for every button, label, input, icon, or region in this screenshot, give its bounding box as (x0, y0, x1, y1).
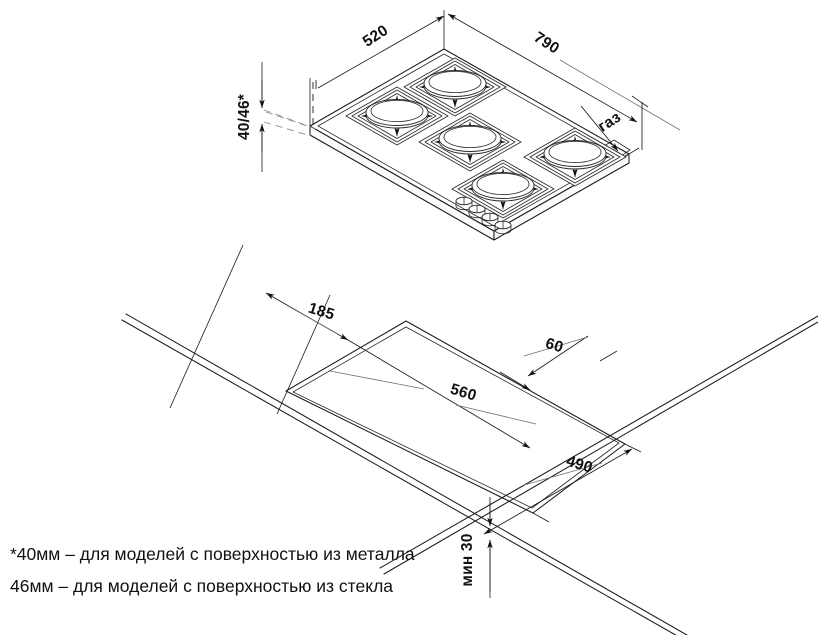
dimension-label-790: 790 (531, 29, 562, 58)
footnotes: *40мм – для моделей с поверхностью из ме… (10, 544, 415, 596)
countertop-cutout (285, 320, 626, 514)
dimension-label-min-30: мин 30 (459, 533, 476, 586)
dimension-label-520: 520 (360, 22, 391, 51)
countertop-assembly (121, 313, 818, 635)
dimension-label-185: 185 (306, 300, 336, 324)
control-knob-4[interactable] (494, 220, 512, 235)
dimension-label-60: 60 (543, 335, 565, 356)
countertop-rear-edge (121, 313, 688, 635)
dimension-label-40-46: 40/46* (236, 93, 253, 140)
burner-right (523, 127, 627, 187)
control-knob-2[interactable] (468, 204, 486, 219)
dimension-width-790 (447, 13, 681, 155)
dimension-cutout-length-560 (329, 339, 537, 449)
dimension-height-40-46 (259, 62, 317, 172)
footnote-line-1: *40мм – для моделей с поверхностью из ме… (10, 544, 415, 564)
dimension-cutout-width-490 (483, 443, 642, 535)
burner-front-right (451, 159, 555, 219)
dimension-label-490: 490 (564, 453, 594, 477)
dimension-depth-520 (309, 10, 445, 126)
control-knob-group[interactable] (455, 196, 512, 235)
leader-gas-inlet (580, 95, 649, 152)
dimension-label-560: 560 (448, 381, 478, 405)
cooktop-assembly (309, 48, 631, 241)
footnote-line-2: 46мм – для моделей с поверхностью из сте… (10, 576, 393, 596)
label-gas-inlet: газ (595, 109, 624, 136)
burner-center (418, 112, 522, 172)
dimension-side-offset-60 (499, 335, 618, 391)
countertop-front-edge (379, 315, 818, 575)
dimension-rear-offset-185 (169, 244, 349, 415)
